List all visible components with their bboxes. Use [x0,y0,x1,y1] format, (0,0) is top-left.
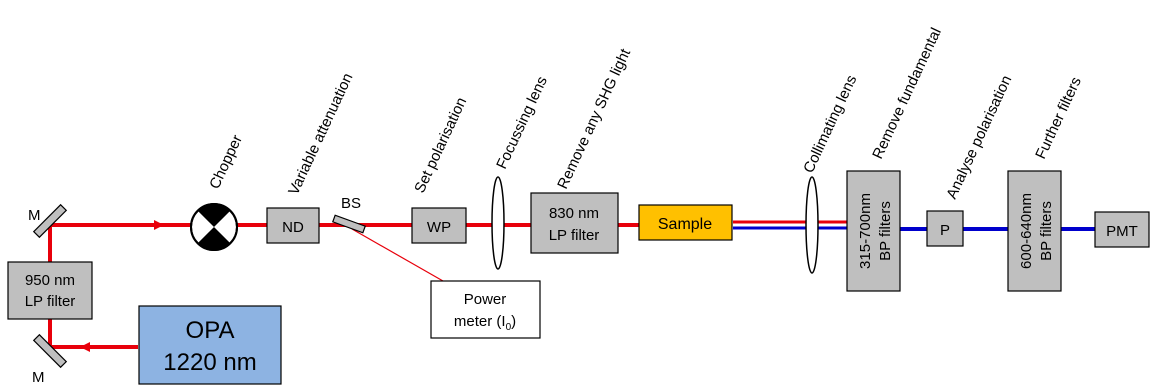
wp-label: WP [427,219,451,236]
lp950-line2: LP filter [25,293,76,310]
sample-box [638,204,733,241]
p-analyser-box [926,210,964,247]
power-meter-box [430,280,541,339]
power-meter-line2: meter (I0) [454,313,516,333]
wp-box [411,207,467,244]
mirror-top-label: M [28,207,41,224]
lp830-line2: LP filter [549,227,600,244]
mirror-top [32,203,68,239]
pmt-label: PMT [1106,223,1138,240]
mirror-bottom [32,333,68,369]
bp600-line2: BP filters [1038,201,1055,261]
opa-line2: 1220 nm [163,349,256,376]
chopper-icon [190,203,238,251]
mirror-bottom-label: M [32,369,45,386]
lp830-filter-box [530,192,619,254]
opa-box [138,305,282,385]
beam-splitter [331,214,367,234]
sample-label: Sample [658,216,712,233]
remove-fundamental-annotation: Remove fundamental [869,25,945,161]
analyse-polarisation-annotation: Analyse polarisation [943,73,1015,202]
collimating-lens-annotation: Collimating lens [800,73,860,176]
power-meter-line1: Power [464,291,507,308]
set-polarisation-annotation: Set polarisation [411,95,470,196]
collimating-lens [805,176,819,274]
bp600-filter-box [1007,170,1062,292]
bs-reflection-line [351,228,451,286]
pmt-box [1094,211,1150,248]
bp600-line1: 600-640nm [1018,193,1035,269]
opa-line1: OPA [186,317,235,344]
focussing-lens [491,176,505,270]
focussing-lens-annotation: Focussing lens [493,74,551,172]
remove-shg-annotation: Remove any SHG light [554,45,634,191]
bp315-filter-box [846,170,901,292]
variable-attenuation-annotation: Variable attenuation [285,71,356,198]
chopper-annotation: Chopper [206,132,246,191]
lp830-line1: 830 nm [549,205,599,222]
nd-filter-box [266,207,320,244]
bp315-line1: 315-700nm [857,193,874,269]
lp950-line1: 950 nm [25,272,75,289]
bp315-line2: BP filters [877,201,894,261]
bs-label: BS [341,195,361,212]
p-label: P [940,222,950,239]
further-filters-annotation: Further filters [1032,74,1085,161]
nd-label: ND [282,219,304,236]
lp950-filter-box [7,261,93,320]
